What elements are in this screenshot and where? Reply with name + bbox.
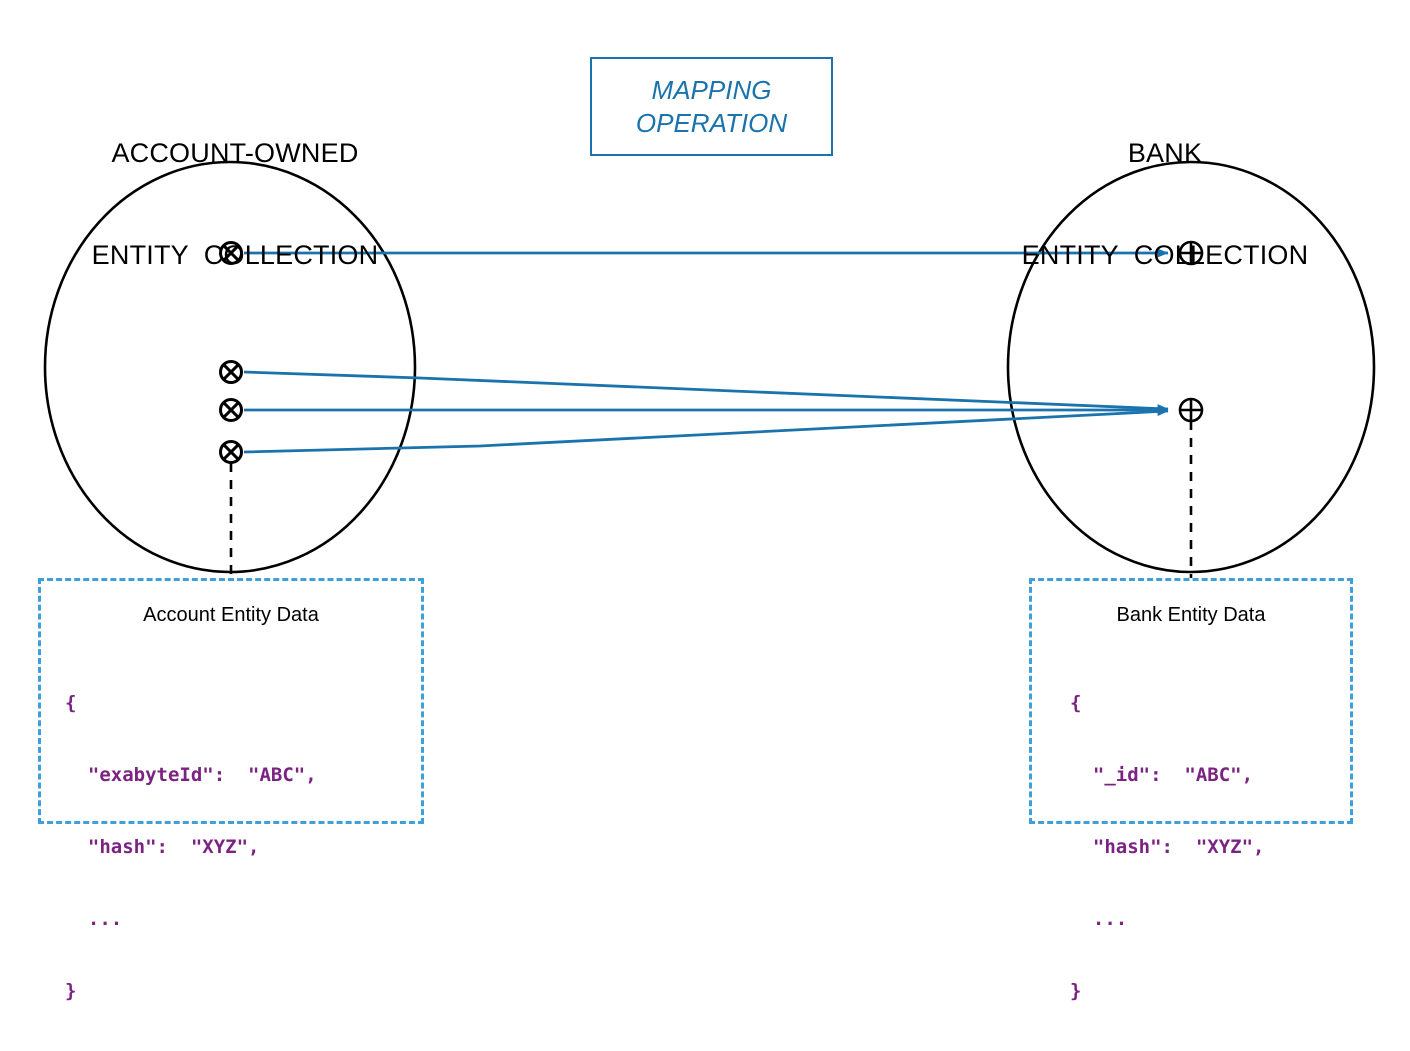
json-line: "exabyteId": "ABC", [65,764,317,786]
circled-x-icon-cross [222,363,240,381]
target-node-2[interactable] [1178,397,1204,423]
json-line: "hash": "XYZ", [1070,836,1265,858]
mapping-operation-box[interactable]: MAPPING OPERATION [590,57,833,156]
left-collection-title-line2: ENTITY COLLECTION [91,240,379,270]
mapping-arrow-4 [243,407,1169,454]
account-entity-data-title: Account Entity Data [143,604,319,626]
mapping-operation-line2: OPERATION [635,107,788,138]
account-entity-data-json: { "exabyteId": "ABC", "hash": "XYZ", ...… [65,643,317,1051]
bank-entity-data-box: Bank Entity Data { "_id": "ABC", "hash":… [1029,578,1353,1002]
source-node-4[interactable] [219,440,243,464]
mapping-arrow-2 [243,370,1169,414]
json-line: } [1070,980,1082,1002]
json-line: "hash": "XYZ", [65,836,260,858]
circled-x-icon-cross [222,401,240,419]
source-node-3[interactable] [219,398,243,422]
circled-x-icon-cross [222,443,240,461]
json-line: } [65,980,77,1002]
right-collection-title: BANK ENTITY COLLECTION [960,68,1370,306]
bank-entity-data-json: { "_id": "ABC", "hash": "XYZ", ... } [1070,643,1264,1051]
circled-plus-icon-cross [1180,399,1202,421]
json-line: { [65,692,77,714]
right-collection-ellipse [1006,160,1376,574]
json-line: ... [65,908,123,930]
diagram-canvas [43,160,1376,580]
source-node-2[interactable] [219,360,243,384]
mapping-operation-line1: MAPPING [651,74,772,105]
json-line: "_id": "ABC", [1070,764,1254,786]
left-collection-title-line1: ACCOUNT-OWNED [111,138,359,168]
mapping-arrows [243,248,1169,454]
target-node-1[interactable] [1178,240,1204,266]
json-line: { [1070,692,1082,714]
circled-x-icon-cross [222,244,240,262]
right-collection-title-line1: BANK [1127,138,1203,168]
right-collection-title-line2: ENTITY COLLECTION [1021,240,1309,270]
circled-plus-icon-cross [1180,242,1202,264]
source-node-1[interactable] [219,241,243,265]
account-entity-data-box: Account Entity Data { "exabyteId": "ABC"… [38,578,424,1002]
bank-entity-data-title: Bank Entity Data [1116,604,1266,626]
json-line: ... [1070,908,1128,930]
left-collection-title: ACCOUNT-OWNED ENTITY COLLECTION [30,68,440,306]
